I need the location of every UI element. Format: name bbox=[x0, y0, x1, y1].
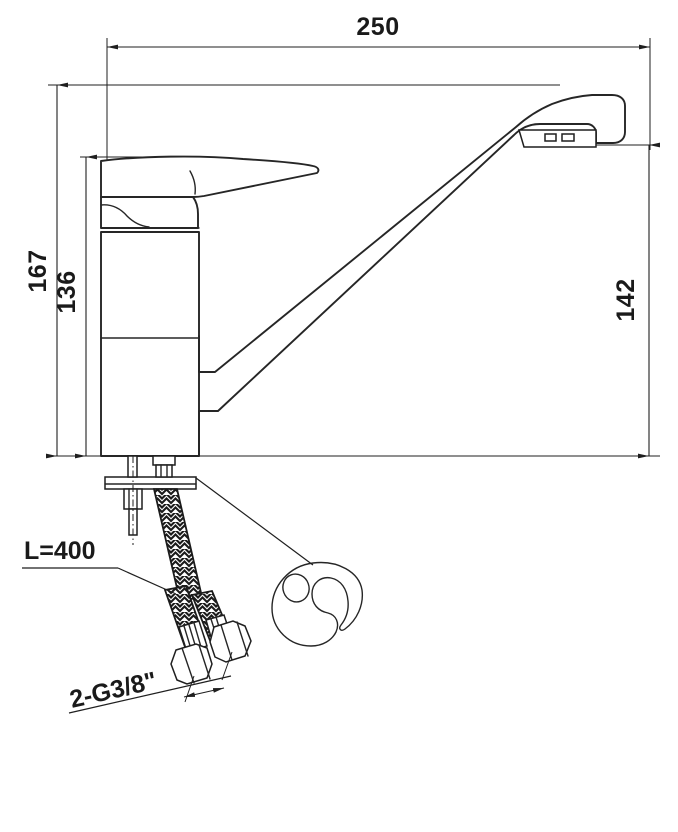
leader-line-wrench bbox=[195, 477, 314, 566]
hose-trunk-upper bbox=[152, 488, 204, 603]
c-shaped-mounting-wrench bbox=[271, 561, 364, 647]
leader-underline-thread bbox=[68, 675, 232, 714]
lever-lower-flank bbox=[100, 196, 199, 229]
hex-nut-connectors bbox=[170, 620, 252, 685]
note-hose-length: L=400 bbox=[22, 537, 177, 595]
aerator-notch-right bbox=[561, 133, 575, 142]
dimension-label-167: 167 bbox=[24, 249, 52, 292]
dimension-label-250: 250 bbox=[356, 13, 399, 41]
wrench-inner-hole bbox=[282, 573, 310, 603]
inlet-fitting bbox=[152, 455, 176, 478]
connector-right-facet-b bbox=[236, 621, 249, 657]
aerator-notch-left bbox=[544, 133, 557, 142]
dimension-label-142: 142 bbox=[612, 278, 640, 321]
fitting-body bbox=[155, 464, 173, 478]
witness-line-connector-right bbox=[221, 651, 233, 681]
connector-right-facet-a bbox=[220, 624, 233, 661]
spout-aerator bbox=[517, 129, 597, 148]
body-cylinder-outline bbox=[100, 231, 200, 457]
dimension-body-height: 136 bbox=[53, 154, 210, 459]
leader-line-hose-length bbox=[117, 567, 177, 595]
wrench-outer-profile bbox=[271, 561, 364, 647]
dimension-spout-reach: 250 bbox=[106, 13, 651, 160]
single-lever-handle bbox=[100, 155, 320, 229]
deck-mounting-plate bbox=[104, 476, 197, 490]
mounting-plate-body bbox=[104, 476, 197, 490]
aerator-housing bbox=[517, 129, 597, 148]
note-label-thread-spec: 2-G3/8" bbox=[67, 667, 159, 714]
dimension-label-136: 136 bbox=[53, 270, 81, 313]
note-label-hose-length: L=400 bbox=[24, 537, 96, 565]
dimension-spout-height: 142 bbox=[560, 142, 660, 459]
crimp-rib-l3 bbox=[193, 622, 202, 648]
lever-hinge-crease bbox=[189, 170, 196, 195]
dim-line-thread-spacing bbox=[183, 687, 225, 698]
threaded-stud-assembly bbox=[123, 455, 143, 545]
lever-underside-curve bbox=[100, 204, 150, 228]
swan-neck-spout bbox=[198, 94, 626, 457]
fitting-collar-top bbox=[152, 455, 176, 466]
dimension-overall-height: 167 bbox=[24, 82, 560, 459]
spout-arm-outline bbox=[198, 94, 626, 457]
lever-upper-surface bbox=[100, 155, 320, 198]
connector-left-facet-b bbox=[198, 644, 211, 680]
connector-left-facet-a bbox=[181, 647, 195, 684]
valve-body bbox=[100, 227, 200, 457]
